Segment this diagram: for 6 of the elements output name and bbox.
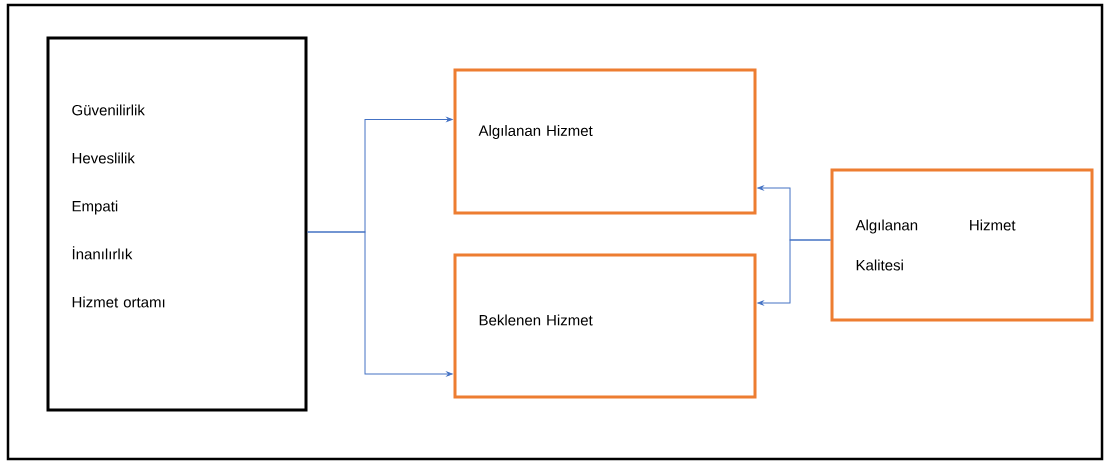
concept-box: Algılanan Hizmet Kalitesi [830,168,1094,322]
concept-box: Beklenen Hizmet [453,253,757,399]
arrow [307,231,453,377]
concept-box: Algılanan Hizmet [453,68,757,215]
arrow [757,239,831,306]
factor-list-box: Güvenilirlik Heveslilik Empati İnanılırlık Hizmet ortamı [46,36,308,412]
